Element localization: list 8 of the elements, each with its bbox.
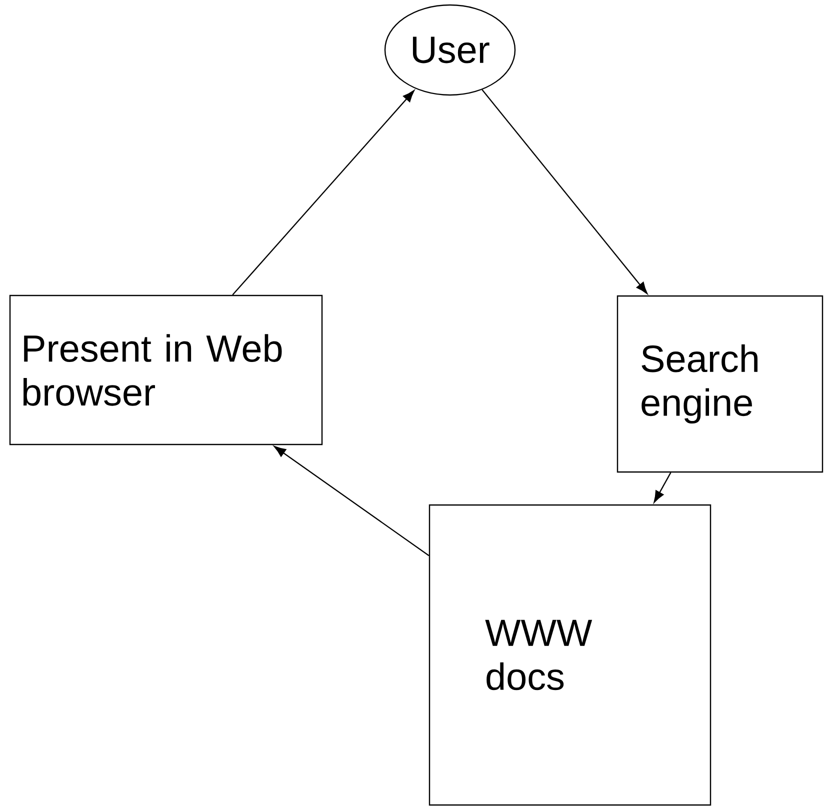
arrow bbox=[232, 90, 414, 296]
arrow bbox=[274, 446, 430, 556]
process-box: WWW docs bbox=[428, 504, 712, 806]
arrow bbox=[482, 89, 648, 294]
arrow bbox=[654, 472, 672, 503]
process-box: Present in Web browser bbox=[9, 294, 323, 446]
process-box: Search engine bbox=[616, 295, 824, 473]
ellipse-node: User bbox=[384, 4, 516, 96]
